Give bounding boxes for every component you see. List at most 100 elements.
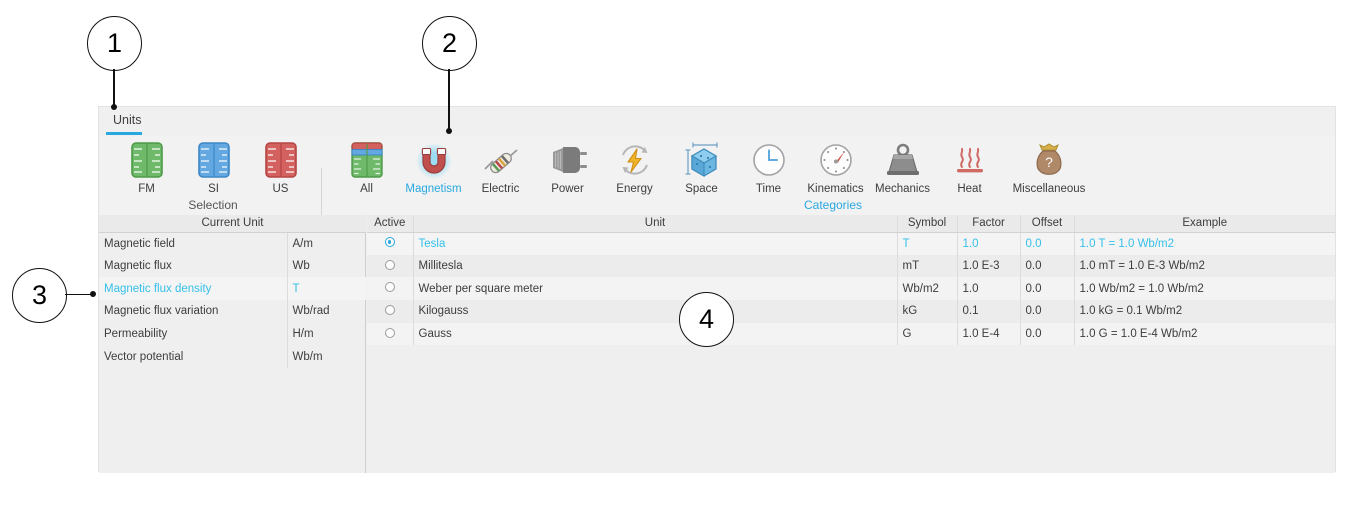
- table-row[interactable]: Kilogauss kG 0.1 0.0 1.0 kG = 0.1 Wb/m2: [367, 300, 1335, 323]
- resistor-icon: [478, 139, 524, 181]
- ribbon-button-all[interactable]: All: [333, 139, 400, 196]
- quantity-cell: Magnetic flux: [99, 254, 288, 278]
- table-row-selected[interactable]: Tesla T 1.0 0.0 1.0 T = 1.0 Wb/m2: [367, 232, 1335, 255]
- ribbon-button-electric-label: Electric: [481, 183, 520, 195]
- unit-cell: T: [287, 277, 366, 301]
- ribbon-button-miscellaneous[interactable]: ? Miscellaneous: [1003, 139, 1095, 196]
- ribbon-button-heat[interactable]: Heat: [936, 139, 1003, 196]
- ribbon-button-electric[interactable]: Electric: [467, 139, 534, 196]
- ribbon-button-energy[interactable]: Energy: [601, 139, 668, 196]
- example-cell: 1.0 mT = 1.0 E-3 Wb/m2: [1074, 254, 1335, 278]
- ribbon-group-selection: FM: [105, 136, 321, 215]
- radio-active-off[interactable]: [384, 304, 395, 315]
- factor-cell: 1.0: [957, 277, 1021, 301]
- ribbon-button-power-label: Power: [551, 183, 584, 195]
- example-cell: 1.0 kG = 0.1 Wb/m2: [1074, 300, 1335, 323]
- table-row[interactable]: Weber per square meter Wb/m2 1.0 0.0 1.0…: [367, 277, 1335, 301]
- callout-4: 4: [679, 292, 734, 347]
- speedometer-icon: [813, 139, 859, 181]
- unit-cell: Wb/rad: [292, 305, 330, 318]
- radio-active-off[interactable]: [384, 259, 395, 270]
- table-row[interactable]: Gauss G 1.0 E-4 0.0 1.0 G = 1.0 E-4 Wb/m…: [367, 322, 1335, 346]
- factor-cell: 1.0: [957, 232, 1021, 255]
- symbol-cell: mT: [897, 254, 958, 278]
- active-cell[interactable]: [367, 277, 414, 301]
- callout-3-number: 3: [31, 280, 48, 310]
- quantity-cell: Vector potential: [99, 345, 288, 369]
- ribbon-group-selection-label: Selection: [188, 198, 238, 212]
- unit-cell: Tesla: [413, 232, 898, 255]
- symbol-cell: T: [897, 232, 958, 255]
- callout-1-leader-dot: [111, 104, 117, 110]
- unit-cell: Gauss: [413, 322, 898, 346]
- tab-units-active-indicator: [106, 132, 142, 135]
- column-header-factor[interactable]: Factor: [957, 215, 1021, 233]
- column-header-symbol[interactable]: Symbol: [897, 215, 958, 233]
- ribbon-button-space[interactable]: Space: [668, 139, 735, 196]
- ribbon-button-si[interactable]: SI: [180, 139, 247, 196]
- column-header-example[interactable]: Example: [1074, 215, 1335, 233]
- symbol-cell: G: [897, 322, 958, 346]
- table-row[interactable]: Magnetic flux Wb: [99, 254, 366, 278]
- ribbon-button-kinematics[interactable]: Kinematics: [802, 139, 869, 196]
- table-row[interactable]: Millitesla mT 1.0 E-3 0.0 1.0 mT = 1.0 E…: [367, 254, 1335, 278]
- callout-2: 2: [422, 16, 477, 71]
- table-row[interactable]: Magnetic flux variation Wb/rad: [99, 300, 366, 323]
- callout-1-number: 1: [106, 28, 123, 58]
- ribbon-button-miscellaneous-label: Miscellaneous: [1012, 183, 1086, 195]
- ribbon-button-kinematics-label: Kinematics: [807, 183, 864, 195]
- units-table: Active Unit Symbol Factor Offset Example…: [367, 215, 1335, 346]
- tab-units[interactable]: Units: [105, 111, 149, 132]
- offset-cell: 0.0: [1020, 277, 1075, 301]
- column-header-active[interactable]: Active: [367, 215, 414, 233]
- radio-active-on[interactable]: [384, 237, 395, 248]
- ribbon-button-fm-label: FM: [138, 183, 155, 195]
- factor-cell: 1.0 E-4: [957, 322, 1021, 346]
- ribbon-group-divider: [321, 168, 322, 230]
- active-cell[interactable]: [367, 254, 414, 278]
- quantity-cell: Magnetic flux variation: [99, 300, 288, 323]
- active-cell[interactable]: [367, 300, 414, 323]
- ribbon-button-magnetism-label: Magnetism: [405, 183, 462, 195]
- radio-active-off[interactable]: [384, 282, 395, 293]
- ribbon-button-time[interactable]: Time: [735, 139, 802, 196]
- callout-1: 1: [87, 16, 142, 71]
- radio-active-off[interactable]: [384, 327, 395, 338]
- active-cell[interactable]: [367, 322, 414, 346]
- weight-icon: [880, 139, 926, 181]
- ruler-green-icon: [124, 139, 170, 181]
- ribbon-button-magnetism[interactable]: Magnetism: [400, 139, 467, 196]
- ribbon-button-mechanics-label: Mechanics: [875, 183, 930, 195]
- ribbon-button-si-label: SI: [208, 183, 219, 195]
- table-row-selected[interactable]: Magnetic flux density T: [99, 277, 366, 301]
- ribbon-button-all-label: All: [360, 183, 373, 195]
- unit-cell: Wb/m: [292, 350, 323, 363]
- unit-cell: Kilogauss: [413, 300, 898, 323]
- table-row[interactable]: Vector potential Wb/m: [99, 345, 366, 369]
- cube-icon: [679, 139, 725, 181]
- ribbon: FM: [99, 136, 1335, 230]
- column-header-unit[interactable]: Unit: [413, 215, 898, 233]
- ribbon-button-fm[interactable]: FM: [113, 139, 180, 196]
- callout-4-number: 4: [698, 304, 715, 334]
- ribbon-button-space-label: Space: [685, 183, 718, 195]
- callout-3-leader-dot: [90, 291, 96, 297]
- ribbon-button-us[interactable]: US: [247, 139, 314, 196]
- column-header-offset[interactable]: Offset: [1020, 215, 1075, 233]
- callout-2-leader-dot: [446, 128, 452, 134]
- svg-text:?: ?: [1045, 154, 1053, 170]
- unit-cell: Weber per square meter: [413, 277, 898, 301]
- ribbon-button-power[interactable]: Power: [534, 139, 601, 196]
- offset-cell: 0.0: [1020, 232, 1075, 255]
- units-window: Units: [98, 106, 1336, 473]
- offset-cell: 0.0: [1020, 300, 1075, 323]
- table-row[interactable]: Permeability H/m: [99, 322, 366, 346]
- unit-cell: Millitesla: [413, 254, 898, 278]
- heat-waves-icon: [947, 139, 993, 181]
- ribbon-button-mechanics[interactable]: Mechanics: [869, 139, 936, 196]
- table-row[interactable]: Magnetic field A/m: [99, 232, 366, 255]
- tab-units-label: Units: [113, 113, 142, 127]
- active-cell[interactable]: [367, 232, 414, 255]
- factor-cell: 1.0 E-3: [957, 254, 1021, 278]
- quantity-cell: Permeability: [99, 322, 288, 346]
